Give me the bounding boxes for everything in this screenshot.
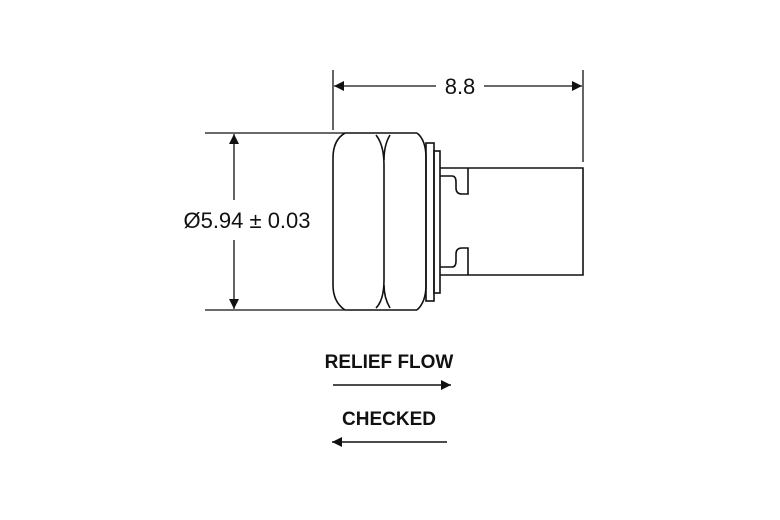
- stem-notch-bottom: [440, 247, 469, 275]
- cap-front-section: [416, 132, 427, 311]
- checked-indicator: CHECKED: [332, 409, 447, 447]
- flange-ring-outer: [425, 142, 435, 302]
- cap-groove: [375, 134, 385, 309]
- diameter-label: Ø5.94 ± 0.03: [183, 208, 310, 233]
- relief-flow-label: RELIEF FLOW: [325, 352, 454, 373]
- cap-groove-inner-bottom: [383, 284, 391, 309]
- checked-label: CHECKED: [342, 409, 436, 430]
- stem-notch-top: [440, 168, 469, 195]
- length-dimension: 8.8: [332, 70, 584, 162]
- cap-groove-inner: [383, 134, 391, 161]
- flange-ring-inner: [433, 150, 441, 294]
- valve-cap-barrel: [332, 132, 346, 311]
- diameter-dimension: Ø5.94 ± 0.03: [183, 132, 345, 311]
- valve-body: [332, 132, 584, 311]
- length-label: 8.8: [445, 74, 476, 99]
- valve-stem: [440, 167, 584, 276]
- relief-flow-indicator: RELIEF FLOW: [325, 352, 454, 390]
